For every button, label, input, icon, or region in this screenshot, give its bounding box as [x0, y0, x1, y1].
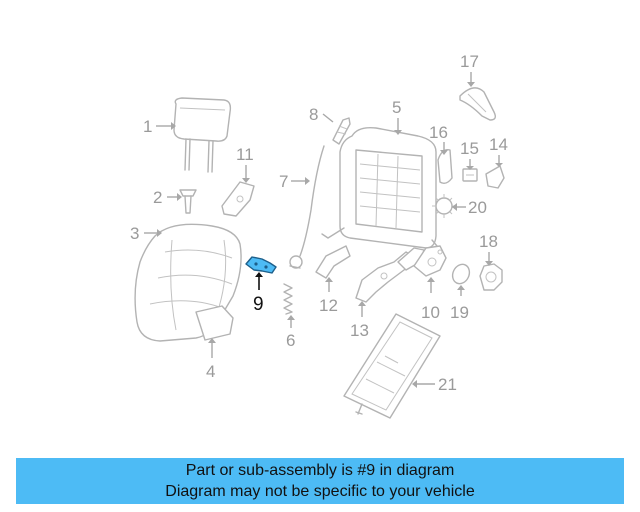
- banner-part-line: Part or sub-assembly is #9 in diagram: [185, 462, 455, 479]
- part-6-spring: [283, 283, 293, 315]
- part-20-gear: [432, 194, 456, 218]
- arrow-14: [495, 163, 503, 167]
- callout-2: 2: [153, 188, 162, 207]
- callout-14: 14: [489, 135, 508, 154]
- part-5-seatback-frame: [321, 126, 443, 253]
- arrow-16: [440, 150, 448, 155]
- callout-7: 7: [279, 172, 288, 191]
- callout-3: 3: [130, 224, 139, 243]
- callout-19: 19: [450, 303, 469, 322]
- arrow-2: [177, 193, 182, 201]
- arrow-9: [255, 272, 263, 277]
- part-19-cap: [451, 263, 471, 285]
- callout-9: 9: [253, 294, 264, 315]
- part-8-lever: [332, 117, 351, 145]
- part-16-trim: [437, 149, 453, 185]
- arrow-6: [287, 315, 295, 320]
- arrow-7: [305, 177, 310, 185]
- callout-5: 5: [392, 98, 401, 117]
- callout-21: 21: [438, 375, 457, 394]
- arrow-21: [412, 380, 417, 388]
- part-1-headrest: [173, 97, 232, 173]
- part-14-cover: [485, 165, 505, 189]
- part-15-switch: [462, 168, 478, 182]
- arrow-1: [171, 122, 176, 130]
- callout-12: 12: [319, 296, 338, 315]
- part-10-hinge: [413, 245, 447, 277]
- part-17-handle: [459, 87, 497, 121]
- info-banner: Part or sub-assembly is #9 in diagram Di…: [16, 458, 624, 504]
- arrow-5: [394, 130, 402, 135]
- callout-15: 15: [460, 139, 479, 158]
- parts-diagram: 1 2 3 4 11 9 6: [130, 52, 508, 419]
- arrow-11: [242, 178, 250, 183]
- callout-16: 16: [429, 123, 448, 142]
- arrow-12: [325, 277, 333, 282]
- banner-disclaimer-line: Diagram may not be specific to your vehi…: [165, 483, 475, 500]
- part-7-cable: [289, 145, 325, 269]
- arrow-13: [358, 301, 366, 306]
- callout-8: 8: [309, 105, 318, 124]
- callout-6: 6: [286, 331, 295, 350]
- arrow-4: [208, 338, 216, 343]
- arrow-17: [467, 82, 475, 87]
- part-11-bracket: [221, 181, 255, 217]
- part-2-guide: [179, 189, 197, 214]
- arrow-10: [427, 277, 435, 282]
- arrow-3: [157, 229, 162, 237]
- callout-10: 10: [421, 303, 440, 322]
- arrow-15: [466, 166, 474, 170]
- callout-20: 20: [468, 198, 487, 217]
- callout-13: 13: [350, 321, 369, 340]
- arrow-19: [457, 285, 465, 290]
- part-21-panel: [343, 313, 441, 419]
- part-13-recliner: [355, 247, 425, 303]
- callout-18: 18: [479, 232, 498, 251]
- callout-1: 1: [143, 117, 152, 136]
- part-12-bracket: [315, 245, 351, 279]
- callout-4: 4: [206, 362, 215, 381]
- part-18-knob: [479, 263, 503, 291]
- arrow-20: [452, 203, 457, 211]
- callout-11: 11: [236, 145, 254, 164]
- part-3-backrest-cushion: [134, 223, 242, 342]
- arrow-18: [485, 261, 493, 266]
- callout-17: 17: [460, 52, 479, 71]
- part-9-clip-highlighted: [245, 256, 277, 274]
- leader-8: [322, 113, 334, 123]
